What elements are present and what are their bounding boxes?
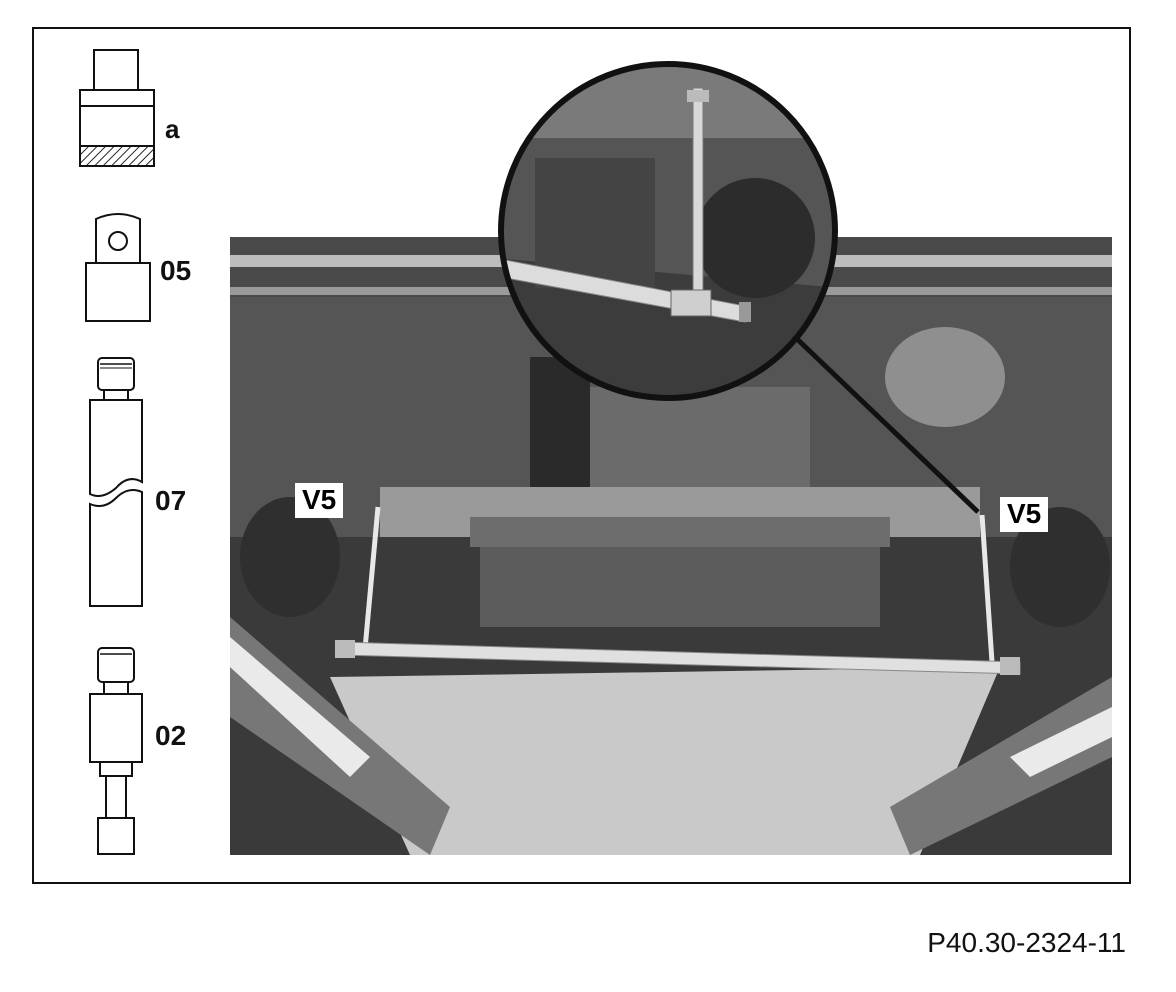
tool-label-05: 05 <box>160 255 192 286</box>
tool-label-07: 07 <box>155 485 187 516</box>
tool-label-a: a <box>165 114 180 144</box>
callout-v5-right: V5 <box>1000 497 1049 532</box>
tool-07-extension-icon <box>89 357 143 607</box>
detail-magnifier-inset <box>498 61 838 401</box>
vehicle-underside-photo <box>230 237 1112 855</box>
figure-id: P40.30-2324-11 <box>927 927 1126 958</box>
tool-a-socket-icon <box>79 49 155 167</box>
tool-05-adapter-icon <box>85 213 151 322</box>
tool-label-02: 02 <box>155 720 187 751</box>
callout-v5-left: V5 <box>295 483 344 518</box>
tool-02-joint-icon <box>89 647 143 855</box>
